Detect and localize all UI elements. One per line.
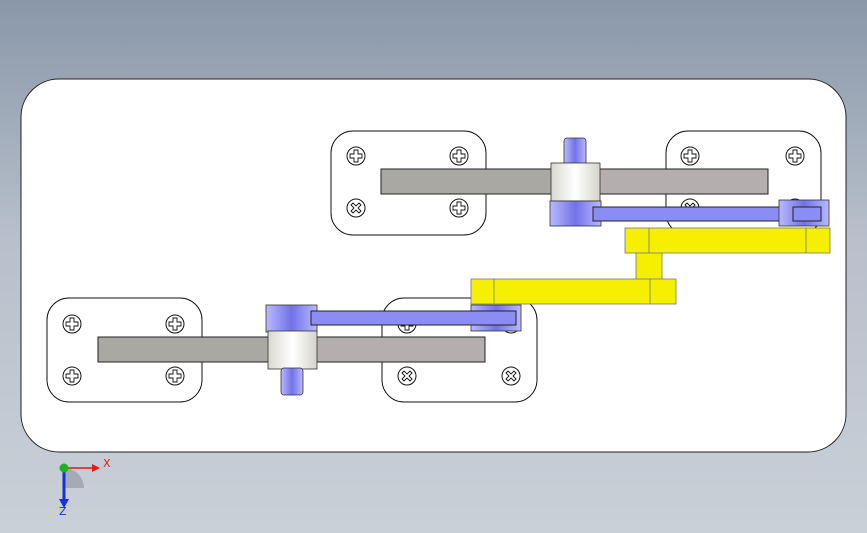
upper-link-bar-end [792,206,822,222]
screw-icon [165,366,185,386]
lower-pivot[interactable] [265,304,318,396]
lower-fixed-arm[interactable] [97,336,271,363]
coordinate-triad: X Z [59,457,111,518]
z-axis-label: Z [59,505,67,518]
y-axis-icon [59,463,69,473]
screw-icon [680,146,700,166]
screw-icon [62,366,82,386]
lower-moving-arm[interactable] [314,336,486,363]
screw-icon [346,198,366,218]
screw-icon [501,366,521,386]
screw-icon [449,146,469,166]
x-axis-label: X [103,457,111,470]
screw-icon [785,146,805,166]
screw-icon [346,146,366,166]
lower-link-bar[interactable] [310,310,517,326]
upper-moving-arm[interactable] [597,168,769,195]
yellow-linkage[interactable] [470,227,831,305]
screw-icon [165,314,185,334]
upper-fixed-arm[interactable] [380,168,554,195]
screw-icon [62,314,82,334]
screw-icon [397,366,417,386]
screw-icon [449,198,469,218]
